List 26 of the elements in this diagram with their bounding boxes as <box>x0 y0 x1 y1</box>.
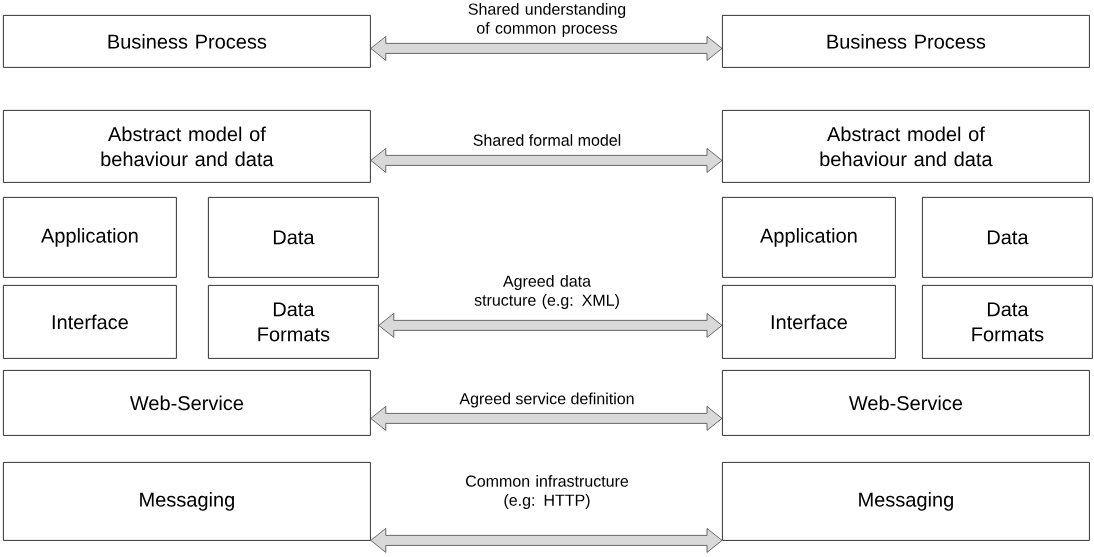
layer-box: Interface <box>722 285 896 359</box>
double-arrow <box>370 405 723 431</box>
double-arrow <box>378 312 723 338</box>
edge-label: Common infrastructure (e.g: HTTP) <box>466 475 629 509</box>
layer-box: Abstract model of behaviour and data <box>3 110 371 183</box>
layer-box: Web-Service <box>722 370 1090 436</box>
layer-box: Application <box>722 197 896 278</box>
layer-box: Application <box>3 197 177 278</box>
layer-box: Web-Service <box>3 370 371 436</box>
edge-label: Shared understanding of common process <box>468 3 626 37</box>
edge-label: Agreed data structure (e.g: XML) <box>474 275 619 309</box>
double-arrow <box>370 35 723 61</box>
layer-box: Abstract model of behaviour and data <box>722 110 1090 183</box>
double-arrow <box>370 147 723 173</box>
layer-box: Data <box>922 197 1093 278</box>
layer-box: Interface <box>3 285 177 359</box>
edge-label: Shared formal model <box>473 134 621 146</box>
double-arrow <box>370 527 723 553</box>
edge-label: Agreed service definition <box>459 392 634 408</box>
layer-box: Messaging <box>722 462 1090 541</box>
layer-box: Data Formats <box>208 285 379 359</box>
layer-box: Business Process <box>3 15 371 68</box>
layer-box: Data <box>208 197 379 278</box>
layer-box: Business Process <box>722 15 1090 68</box>
layer-box: Messaging <box>3 462 371 541</box>
layer-box: Data Formats <box>922 285 1093 359</box>
